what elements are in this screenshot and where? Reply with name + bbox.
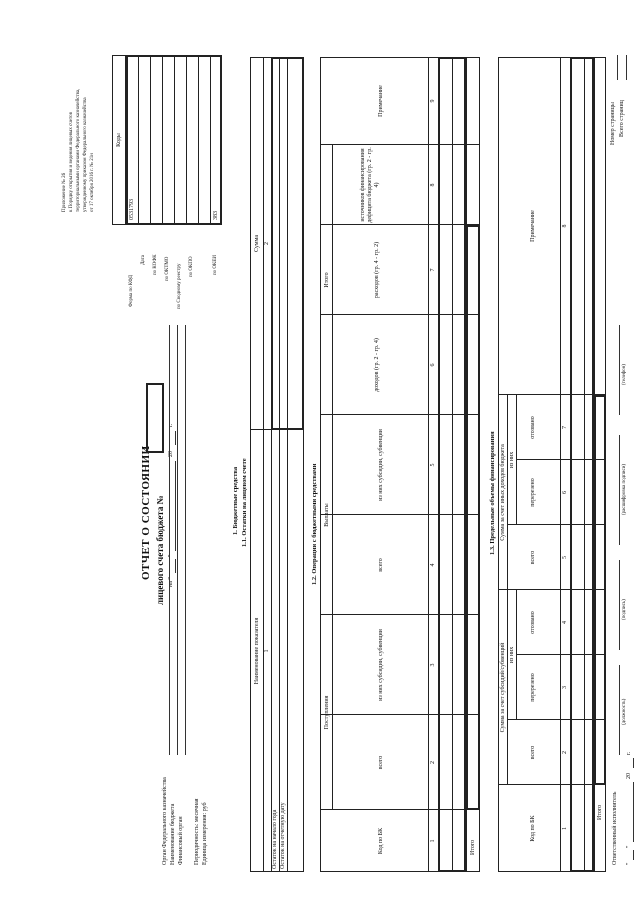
ops-num-4: 4 bbox=[430, 563, 436, 567]
footer-decoding: (расшифровка подписи) bbox=[622, 463, 627, 515]
ops-num-5: 5 bbox=[430, 463, 436, 467]
ops-col-note: Примечание bbox=[378, 85, 384, 117]
code-label-registry: по Сводному реестру bbox=[177, 263, 182, 309]
code-label-oktmo: по ОКТМО bbox=[165, 256, 170, 281]
lim-col-note: Примечание bbox=[530, 210, 536, 242]
code-value-okei: 383 bbox=[213, 211, 219, 220]
ops-num-6: 6 bbox=[430, 363, 436, 367]
lim-total-label: Итого bbox=[597, 804, 603, 820]
codes-header: Коды bbox=[116, 133, 122, 147]
ops-col-sources: источников финансирования дефицита бюдже… bbox=[360, 147, 380, 223]
ops-col-total-out: всего bbox=[378, 558, 384, 572]
section12-title: 1.2. Операции с бюджетными средствами bbox=[311, 463, 318, 585]
lim-num-3: 3 bbox=[562, 686, 568, 689]
row-report-balance: Остаток на отчетную дату bbox=[280, 802, 286, 869]
ops-total-label: Итого bbox=[470, 839, 476, 855]
lim-num-8: 8 bbox=[562, 224, 568, 228]
ops-col-sub-out: из них субсидии, субвенции bbox=[378, 429, 384, 501]
code-label-date: Дата bbox=[141, 255, 146, 265]
org-label-5: Единица измерения: руб bbox=[202, 802, 208, 865]
footer-date-q2: " bbox=[626, 845, 632, 848]
ops-num-2: 2 bbox=[430, 761, 436, 764]
lim-col-total2: всего bbox=[530, 550, 536, 565]
num-col-1: 1 bbox=[264, 649, 270, 653]
org-label-4: Периодичность: месячная bbox=[194, 798, 200, 865]
appendix-line4: утвержденному приказом Федерального казн… bbox=[83, 97, 88, 212]
org-label-0: Орган Федерального казначейства bbox=[162, 777, 168, 865]
footer-signature: (подпись) bbox=[622, 599, 627, 620]
code-label-kofk: по КОФК bbox=[153, 254, 158, 275]
footer-date-q1: " bbox=[626, 862, 632, 865]
lim-col-kbk: Код по БК bbox=[530, 815, 536, 842]
footer-date-g: г. bbox=[626, 751, 632, 755]
org-label-2: Финансовый орган bbox=[178, 816, 184, 865]
footer-phone: (телефон) bbox=[622, 364, 627, 385]
lim-col-recalled1: отозвано bbox=[530, 611, 536, 634]
lim-of-them-2: из них bbox=[509, 451, 515, 469]
lim-data-rows[interactable] bbox=[570, 57, 594, 872]
lim-col-moved1: перерезено bbox=[530, 673, 536, 702]
col-indicator-name: Наименование показателя bbox=[254, 617, 260, 685]
lim-num-5: 5 bbox=[562, 556, 568, 559]
num-col-2: 2 bbox=[264, 242, 270, 245]
section1-title: 1. Бюджетные средства bbox=[232, 466, 239, 535]
lim-col-total1: всего bbox=[530, 745, 536, 760]
account-number-box[interactable] bbox=[146, 383, 164, 453]
org-label-1: Наименование бюджета bbox=[170, 803, 176, 865]
ops-num-3: 3 bbox=[430, 663, 436, 667]
lim-grp-sub: Сумма за счет субсидий/субвенций bbox=[500, 642, 506, 733]
ops-col-kbk: Код по БК bbox=[378, 827, 384, 855]
footer-date-year: 20 bbox=[626, 773, 632, 779]
section13-title: 1.3. Предельные объемы финансирования bbox=[489, 431, 496, 555]
ops-data-rows[interactable] bbox=[438, 57, 466, 872]
footer-executor: Ответственный исполнитель bbox=[612, 791, 618, 865]
lim-col-recalled2: отозвано bbox=[530, 416, 536, 439]
lim-num-7: 7 bbox=[562, 426, 568, 429]
lim-col-moved2: перерезено bbox=[530, 478, 536, 507]
appendix-line3: территориальными органами Федерального к… bbox=[76, 88, 81, 212]
ops-total-values[interactable] bbox=[466, 225, 480, 810]
page-total-label: Всего страниц bbox=[619, 100, 625, 137]
lim-num-2: 2 bbox=[562, 751, 568, 754]
ops-col-expense: расходов (гр. 4 - гр. 2) bbox=[374, 241, 380, 299]
ops-grp-income: Поступления bbox=[324, 695, 330, 730]
row-start-balance: Остаток на начало года bbox=[272, 809, 278, 869]
report-subtitle: лицевого счета бюджета № bbox=[155, 495, 165, 605]
ops-num-9: 9 bbox=[430, 99, 436, 103]
ops-col-total-in: всего bbox=[378, 755, 384, 770]
lim-num-1: 1 bbox=[562, 827, 568, 830]
ops-col-sub-in: из них субсидии, субвенции bbox=[378, 629, 384, 701]
ops-grp-total: Итого bbox=[324, 272, 330, 288]
footer-position: (должность) bbox=[622, 698, 627, 725]
lim-num-4: 4 bbox=[562, 621, 568, 624]
code-value-kfd: 0531793 bbox=[129, 199, 135, 220]
ops-num-8: 8 bbox=[430, 183, 436, 187]
ops-grp-outflow: Выплаты bbox=[324, 503, 330, 527]
code-label-okei: по ОКЕИ bbox=[213, 254, 218, 275]
ops-num-1: 1 bbox=[430, 839, 436, 843]
appendix-line5: от 17 октября 2016 г. № 21н bbox=[90, 153, 95, 212]
lim-total-values[interactable] bbox=[594, 395, 606, 785]
ops-num-7: 7 bbox=[430, 268, 436, 272]
code-label-kfd: Форма по КФД bbox=[129, 275, 134, 307]
lim-grp-other: Сумма за счет иных доходов бюджета bbox=[500, 444, 506, 541]
section11-title: 1.1. Остатки на лицевом счете bbox=[241, 458, 248, 547]
report-title: ОТЧЕТ О СОСТОЯНИИ bbox=[140, 445, 152, 580]
col-sum: Сумма bbox=[254, 235, 260, 252]
appendix-line2: к Порядку открытия и ведения лицевых сче… bbox=[69, 111, 74, 212]
ops-col-income: доходов (гр. 2 - гр. 4) bbox=[374, 338, 380, 392]
code-label-okpo: по ОКПО bbox=[189, 256, 194, 277]
page-number-label: Номер страницы bbox=[610, 102, 616, 145]
lim-of-them-1: из них bbox=[509, 646, 515, 664]
appendix-line1: Приложение № 26 bbox=[62, 172, 67, 212]
lim-num-6: 6 bbox=[562, 491, 568, 494]
balances-values-box[interactable] bbox=[271, 57, 304, 430]
